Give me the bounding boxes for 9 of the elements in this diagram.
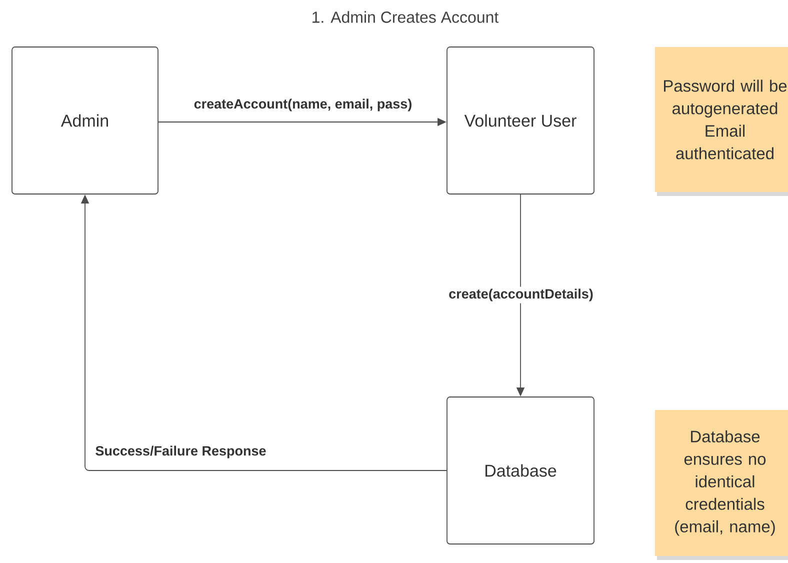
title: 1. Admin Creates Account xyxy=(312,11,499,23)
edge-label: createAccount(name, email, pass) xyxy=(192,96,414,114)
sticky-note: Password will be autogenerated Email authenticated xyxy=(655,47,788,196)
process-box: Database xyxy=(446,396,594,544)
sticky-note: Database ensures no identical credentials (email, name) xyxy=(655,410,788,560)
edge-label: create(accountDetails) xyxy=(446,286,596,304)
edge-label: Success/Failure Response xyxy=(93,444,268,460)
process-box: Volunteer User xyxy=(446,46,594,194)
process-box: Admin xyxy=(12,46,158,194)
